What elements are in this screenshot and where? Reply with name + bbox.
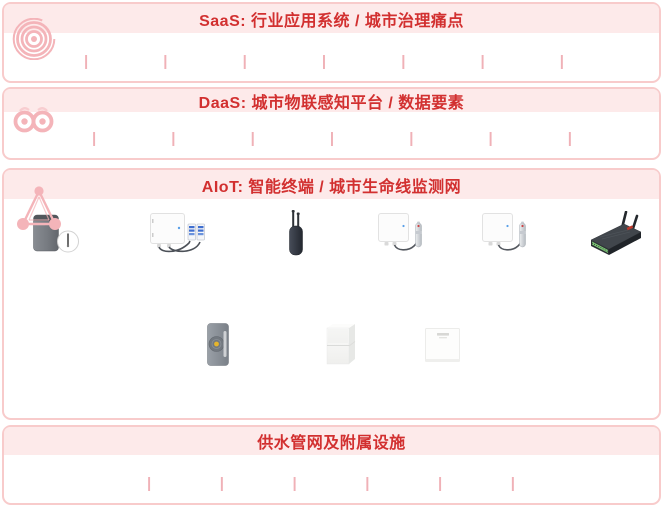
band-infra-title: 供水管网及附属设施 <box>257 435 406 452</box>
band-aiot-header: AIoT: 智能终端 / 城市生命线监测网 <box>4 170 659 199</box>
band-infra-header: 供水管网及附属设施 <box>4 427 659 455</box>
device-white-cube <box>326 322 356 370</box>
device-rod-antenna <box>288 210 304 261</box>
separator-bar: | <box>84 53 89 70</box>
band-daas: DaaS: 城市物联感知平台 / 数据要素 | | | | | | | <box>2 87 661 160</box>
device-flat-panel <box>425 328 461 369</box>
white-cube-device-icon <box>326 324 356 365</box>
wall-mount-sensor-icon <box>207 323 229 366</box>
separator-bar: | <box>438 475 443 492</box>
separator-bar: | <box>147 475 152 492</box>
separator-bar: | <box>365 475 370 492</box>
wireless-router-icon <box>590 210 642 255</box>
band-infra: 供水管网及附属设施 | | | | | | <box>2 425 661 505</box>
double-rings-icon <box>13 107 54 133</box>
separator-bar: | <box>219 475 224 492</box>
device-wireless-router <box>588 210 644 262</box>
separator-bar: | <box>329 130 335 147</box>
band-aiot: AIoT: 智能终端 / 城市生命线监测网 <box>2 168 661 420</box>
separator-bar: | <box>510 475 515 492</box>
separator-bar: | <box>559 53 564 70</box>
band-daas-separator-row: | | | | | | | <box>92 129 572 149</box>
flat-panel-device-icon <box>425 328 460 362</box>
separator-bar: | <box>163 53 168 70</box>
band-saas-header: SaaS: 行业应用系统 / 城市治理痛点 <box>4 4 659 33</box>
separator-bar: | <box>250 130 255 147</box>
separator-bar: | <box>480 53 485 70</box>
separator-bar: | <box>321 53 327 70</box>
band-daas-title: DaaS: 城市物联感知平台 / 数据要素 <box>198 94 465 112</box>
sensor-box-with-probe-icon <box>378 213 422 251</box>
band-aiot-title: AIoT: 智能终端 / 城市生命线监测网 <box>201 178 462 196</box>
band-saas-separator-row: | | | | | | | <box>84 52 564 72</box>
separator-bar: | <box>409 130 414 147</box>
concentric-circles-icon <box>12 18 56 60</box>
separator-bar: | <box>171 130 176 147</box>
separator-bar: | <box>292 475 297 492</box>
separator-bar: | <box>242 53 247 70</box>
sensor-box-with-probe-icon <box>482 213 526 251</box>
band-saas: SaaS: 行业应用系统 / 城市治理痛点 | | | | | | | <box>2 2 661 83</box>
rtu-box-with-din-modules-icon <box>150 213 205 253</box>
device-rtu-box <box>150 213 207 260</box>
rod-antenna-icon <box>289 210 303 256</box>
band-daas-header: DaaS: 城市物联感知平台 / 数据要素 <box>4 89 659 112</box>
separator-bar: | <box>401 53 406 70</box>
separator-bar: | <box>92 130 97 147</box>
band-infra-separator-row: | | | | | | <box>147 474 515 494</box>
device-wall-mount-sensor <box>207 323 231 372</box>
separator-bar: | <box>488 130 493 147</box>
device-sensor-box-probe <box>378 213 426 259</box>
separator-bar: | <box>567 130 572 147</box>
device-sensor-box-probe <box>482 213 530 259</box>
triangle-network-icon <box>17 186 61 230</box>
band-saas-title: SaaS: 行业应用系统 / 城市治理痛点 <box>199 12 464 30</box>
